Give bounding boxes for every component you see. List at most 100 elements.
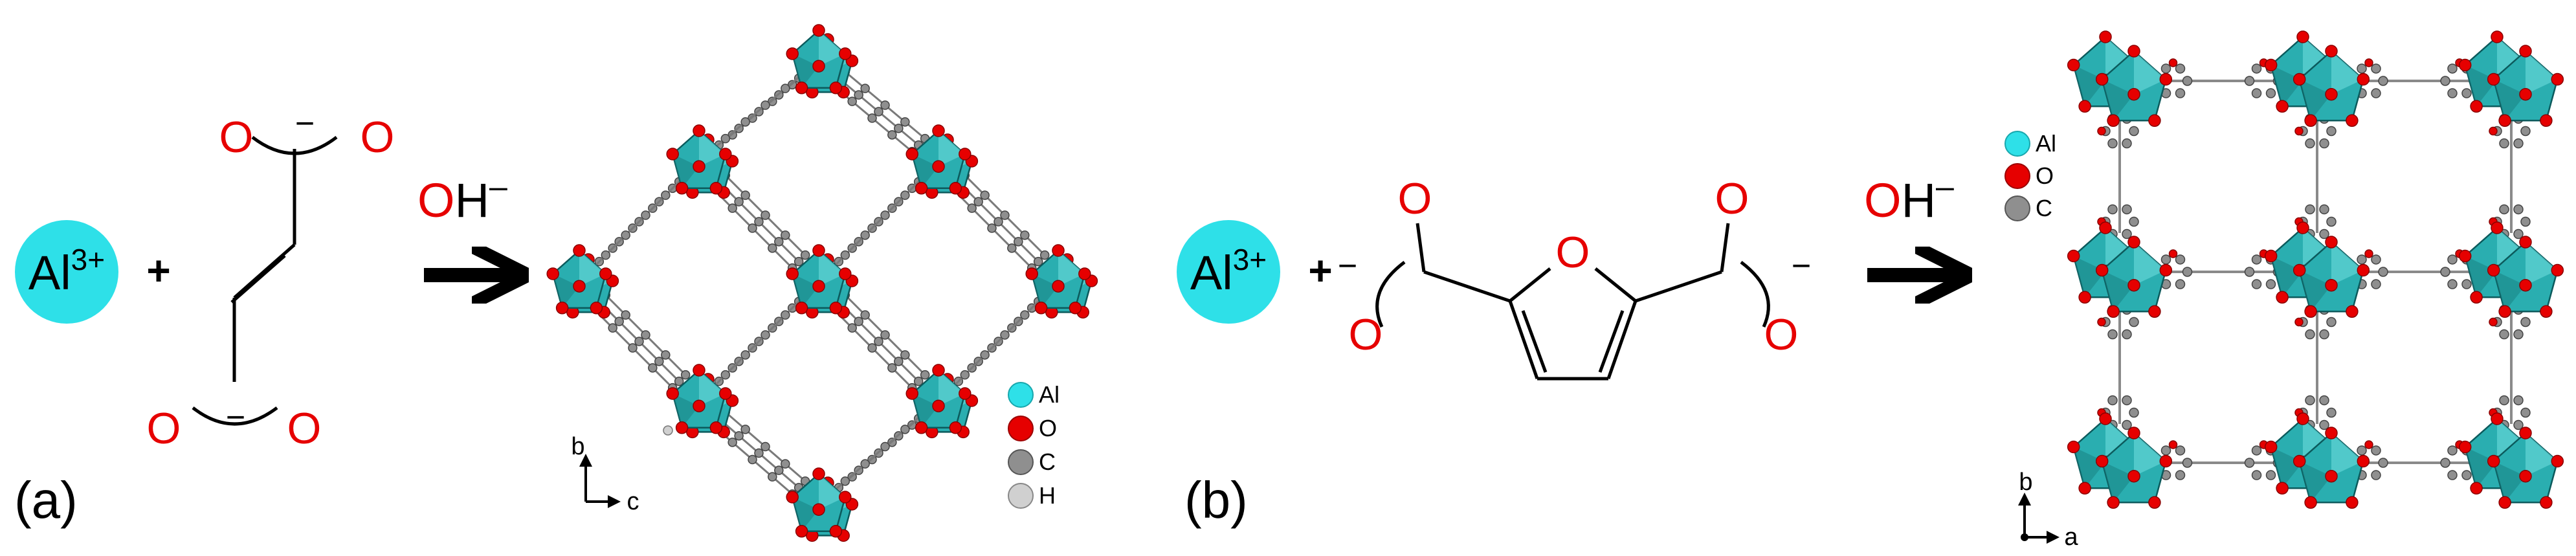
oxygen-atom [2357, 263, 2370, 277]
oxygen-atom [1025, 267, 1038, 280]
oxygen-atom [2325, 236, 2338, 249]
carbon-atom [2371, 470, 2381, 480]
panel-b: Al3+ + O O O − O O − OH– [1177, 30, 2564, 551]
carbon-atom [894, 124, 904, 133]
oxygen-atom [839, 491, 852, 504]
carbon-atom [674, 376, 684, 386]
oxygen-atom [2470, 291, 2483, 304]
oxygen-atom [959, 387, 972, 400]
carbon-atom [2305, 138, 2315, 149]
furandicarboxylate-charge-2: − [1792, 247, 1811, 285]
carbon-atom [887, 130, 897, 140]
al-octahedron [2487, 236, 2564, 318]
carbon-atom [1000, 210, 1010, 220]
carbon-atom [2319, 138, 2329, 149]
carbon-atom [2319, 419, 2329, 430]
carbon-atom [2499, 204, 2509, 215]
carbon-atom [967, 203, 977, 213]
oxygen-atom [2148, 305, 2161, 318]
carbon-atom [913, 376, 924, 386]
carbon-atom [800, 250, 810, 260]
svg-text:O: O [2036, 162, 2054, 189]
carbon-atom [880, 100, 890, 110]
carbon-atom [1007, 243, 1017, 253]
oxygen-atom [959, 148, 972, 161]
carbon-atom [2499, 329, 2509, 340]
furandicarboxylate-oxygen-3: O [1715, 174, 1749, 223]
oxygen-atom [1052, 280, 1065, 293]
carbon-atom [748, 223, 757, 233]
carbon-atom [774, 237, 784, 247]
carbon-atom [867, 113, 877, 123]
oxygen-atom [2458, 440, 2472, 454]
oxygen-atom [2293, 263, 2306, 277]
fumarate-oxygen-4: O [287, 404, 322, 453]
oxygen-atom [2498, 114, 2511, 128]
carbon-atom [2160, 445, 2171, 456]
carbon-atom [2371, 279, 2381, 289]
carbon-atom [2447, 279, 2458, 289]
carbon-atom [840, 476, 850, 486]
al-octahedron [786, 244, 852, 315]
oxygen-atom [2491, 221, 2504, 234]
al-cluster [2458, 30, 2564, 128]
legend-item-al-a: Al [1008, 381, 1060, 408]
axis-indicator-a: b c [571, 433, 639, 515]
oxygen-atom [2127, 427, 2140, 439]
carbon-atom [2319, 395, 2329, 406]
al-octahedron [546, 244, 612, 315]
al-cluster [2458, 412, 2564, 509]
carbon-atom [740, 190, 750, 200]
carbon-atom [994, 217, 1003, 227]
al-cluster [2067, 30, 2173, 128]
carbon-atom [2244, 76, 2255, 86]
ring-linker [2153, 249, 2283, 289]
oxygen-atom [675, 421, 689, 434]
carbon-atom [608, 323, 617, 333]
oxygen-atom [812, 60, 825, 72]
carbon-atom [740, 117, 750, 127]
carbon-atom [1014, 237, 1023, 247]
carbon-atom [2129, 317, 2139, 328]
ring-linker [2097, 113, 2139, 239]
carbon-atom [2251, 88, 2262, 98]
carbon-atom [2107, 138, 2118, 149]
oxygen-atom [2519, 87, 2532, 101]
carbon-atom [781, 230, 790, 240]
carbon-atom [2371, 63, 2381, 74]
al-cluster [2067, 412, 2173, 509]
aluminum-ion-circle [1177, 220, 1280, 324]
oxygen-atom [2107, 305, 2120, 318]
carbon-atom [781, 310, 790, 320]
legend-b: Al O C [2004, 130, 2056, 221]
carbon-atom [880, 441, 890, 452]
oxygen-atom [2498, 496, 2511, 509]
axis-label-c: c [627, 488, 639, 515]
oxygen-atom [786, 47, 799, 60]
carbon-atom [2520, 216, 2531, 227]
carbon-atom [680, 370, 691, 380]
oxygen-atom [2067, 58, 2080, 72]
oxygen-atom [2364, 440, 2373, 449]
oxygen-atom [932, 364, 945, 377]
ring-linker [2294, 304, 2337, 430]
carbon-atom [2371, 88, 2381, 98]
carbon-atom [2447, 88, 2458, 98]
oxygen-atom [2148, 114, 2161, 128]
carbon-atom [2265, 88, 2276, 98]
mof-structure-a [546, 24, 1098, 542]
carbon-atom [2371, 445, 2381, 456]
carbon-atom [840, 250, 850, 260]
oxygen-atom [719, 387, 732, 400]
carbon-atom [2251, 445, 2262, 456]
carbon-atom [754, 217, 764, 227]
al-cluster [2264, 412, 2370, 509]
carbon-atom [2378, 458, 2388, 468]
fumarate-charge-1: − [295, 105, 315, 142]
oxygen-atom [2519, 427, 2532, 439]
oxygen-atom [2078, 100, 2091, 113]
oxygen-atom [2294, 317, 2304, 327]
oxygen-atom [2551, 72, 2564, 86]
carbon-atom [2175, 63, 2186, 74]
carbon-atom [1000, 330, 1010, 340]
